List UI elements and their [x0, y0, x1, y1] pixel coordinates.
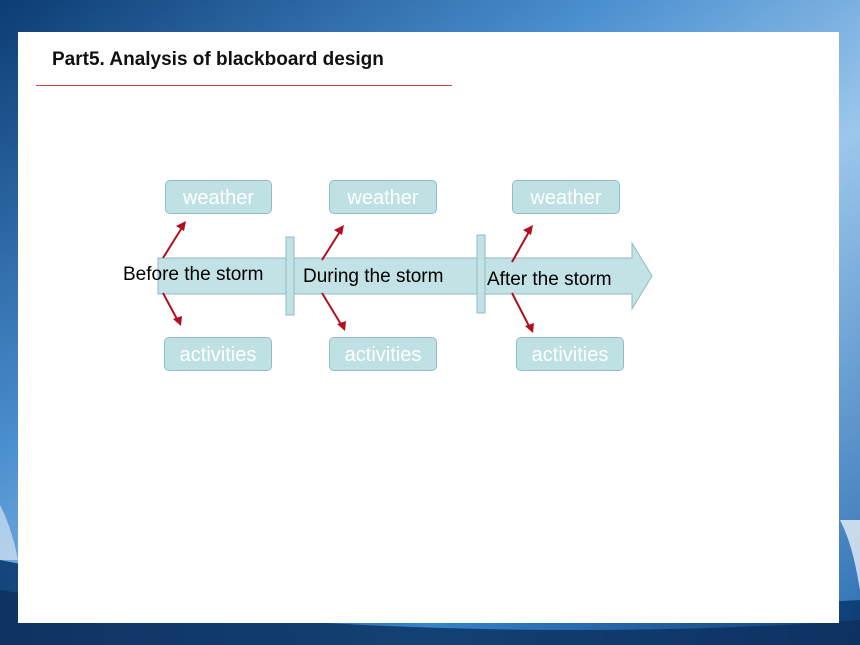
activities-box-3: activities — [516, 337, 624, 371]
stage-divider — [285, 236, 295, 316]
arrow-head — [334, 225, 344, 235]
timeline-arrow — [157, 241, 653, 311]
arrow-head — [176, 221, 186, 231]
activities-box-1: activities — [164, 337, 272, 371]
stage-label-after: After the storm — [487, 269, 612, 290]
arrow-head — [337, 321, 346, 331]
arrow-head — [525, 323, 534, 333]
stage-label-during: During the storm — [303, 266, 444, 287]
branch-arrow — [511, 229, 531, 263]
branch-arrow — [162, 225, 184, 259]
arrow-head — [173, 316, 182, 326]
activities-box-2: activities — [329, 337, 437, 371]
stage-label-before: Before the storm — [123, 264, 264, 285]
branch-arrow — [162, 292, 179, 322]
branch-arrow — [511, 292, 531, 329]
branch-arrow — [321, 229, 342, 261]
title-underline — [36, 85, 452, 86]
slide-canvas — [18, 32, 839, 623]
weather-box-1: weather — [165, 180, 272, 214]
page-title: Part5. Analysis of blackboard design — [52, 49, 384, 70]
weather-box-3: weather — [512, 180, 620, 214]
weather-box-2: weather — [329, 180, 437, 214]
stage-divider — [476, 234, 486, 314]
branch-arrow — [321, 292, 343, 327]
arrow-head — [523, 225, 533, 235]
